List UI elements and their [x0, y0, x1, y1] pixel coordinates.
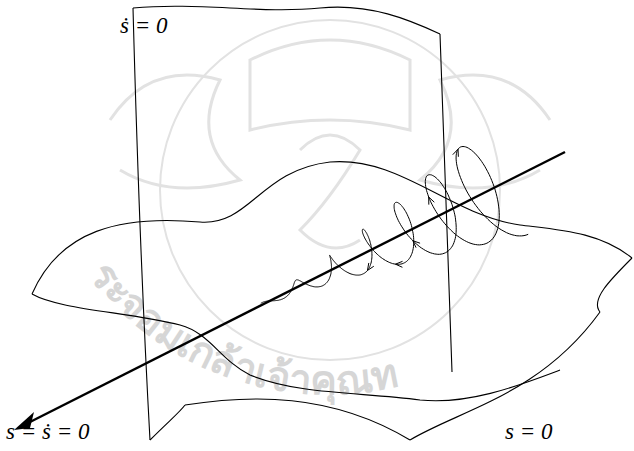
surface-edge — [150, 405, 185, 440]
surface-edge — [133, 8, 150, 440]
trajectory-curve — [261, 147, 528, 304]
trajectory-arrow — [367, 263, 373, 271]
equation-label: s = ṡ = 0 — [6, 420, 89, 443]
intersection-line — [26, 152, 565, 424]
surface-edge — [440, 34, 452, 372]
trajectory-arrow — [453, 149, 459, 157]
watermark-text: ระจอมเกล้าเจ้าคุณท — [81, 252, 401, 406]
surface-edge — [185, 399, 410, 440]
trajectory-arrow — [413, 241, 420, 248]
trajectory — [261, 147, 528, 304]
equation-label: s = 0 — [505, 420, 552, 443]
equation-label: ṡ = 0 — [120, 14, 167, 37]
surface-edge — [32, 294, 560, 401]
watermark-text: ระจอมเกล้าเจ้าคุณท — [81, 252, 401, 406]
surface-edge — [32, 162, 632, 294]
surface-edge — [133, 6, 440, 34]
trajectory-arrow — [395, 261, 402, 267]
surface-edge — [597, 258, 632, 312]
trajectory-arrow — [429, 197, 435, 205]
